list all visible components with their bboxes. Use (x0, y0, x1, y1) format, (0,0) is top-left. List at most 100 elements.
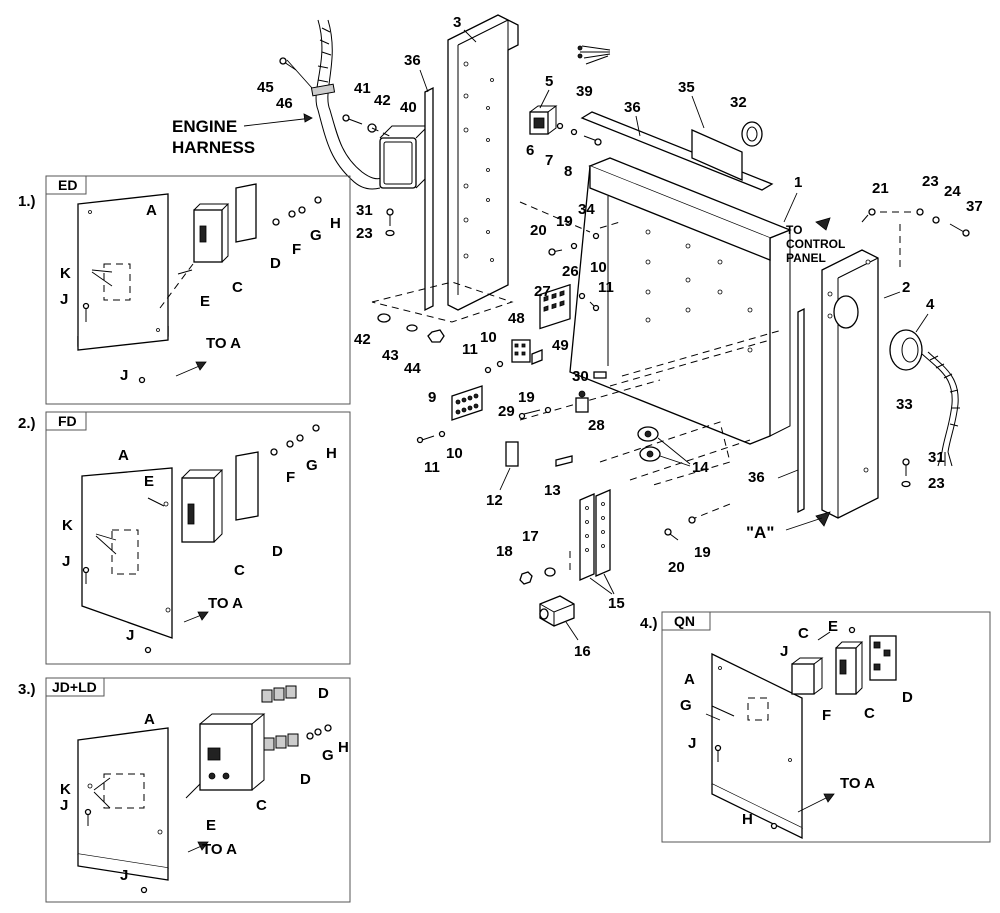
cable-33 (921, 351, 960, 467)
inset-fd-letter-g: G (306, 457, 318, 474)
callout-28: 28 (588, 417, 605, 434)
grommet-32 (741, 121, 763, 147)
inset-fd-letter-k: K (62, 517, 73, 534)
side-panel-2 (821, 249, 879, 519)
part-12 (505, 441, 519, 467)
callout-1: 1 (794, 174, 802, 191)
hardware-18-17 (519, 567, 556, 585)
callout-36-right: 36 (748, 469, 765, 486)
inset-fd-letter-a: A (118, 447, 129, 464)
inset-fd-title: FD (58, 413, 77, 429)
strip-36-right (797, 307, 805, 514)
inset-jdld-letter-g: G (322, 747, 334, 764)
inset-ed-letter-d: D (270, 255, 281, 272)
callout-43: 43 (382, 347, 399, 364)
hardware-29-19 (518, 406, 552, 420)
engine-harness-label-line2: HARNESS (172, 138, 255, 157)
inset-fd-letter-c: C (234, 562, 245, 579)
inset-qn-letter-c1: C (798, 625, 809, 642)
inset-fd-number: 2.) (18, 415, 36, 432)
screw-45 (279, 57, 297, 71)
inset-jdld-number: 3.) (18, 681, 36, 698)
callout-20-bottom: 20 (668, 559, 685, 576)
label-49 (531, 349, 543, 365)
callout-24: 24 (944, 183, 961, 200)
callout-17: 17 (522, 528, 539, 545)
inset-ed-to-a: TO A (206, 335, 241, 352)
bracket-f (791, 657, 824, 695)
terminal-48 (511, 339, 531, 363)
inset-qn-letter-c2: C (864, 705, 875, 722)
screw-11-10-top (578, 292, 600, 312)
inset-qn-number: 4.) (640, 615, 658, 632)
inset-ed (45, 175, 351, 405)
inset-jdld (45, 677, 351, 903)
callout-13: 13 (544, 482, 561, 499)
screw-21 (861, 208, 876, 223)
hardware-20-19-bottom (664, 516, 696, 541)
inset-fd-letter-f: F (286, 469, 295, 486)
arrowhead (815, 511, 831, 527)
callout-34: 34 (578, 201, 595, 218)
inset-qn-letter-e: E (828, 618, 838, 635)
inset-jdld-letter-c: C (256, 797, 267, 814)
inset-qn-letter-f: F (822, 707, 831, 724)
inset-jdld-letter-d1: D (318, 685, 329, 702)
inset-qn-letter-g: G (680, 697, 692, 714)
engine-harness-label-line1: ENGINE (172, 117, 237, 136)
breaker (199, 713, 266, 791)
callout-36-top: 36 (624, 99, 641, 116)
lug-16 (539, 595, 575, 627)
screw-11-10-mid (484, 360, 504, 374)
breaker (181, 469, 224, 543)
callout-14: 14 (692, 459, 709, 476)
inset-fd-letter-j2: J (126, 627, 134, 644)
hardware-6-7-8 (556, 122, 602, 146)
callout-35: 35 (678, 79, 695, 96)
inset-jdld-letter-j1: J (60, 797, 68, 814)
view-a-label: "A" (746, 523, 774, 542)
inset-jdld-letter-d2: D (300, 771, 311, 788)
inset-fd-to-a: TO A (208, 595, 243, 612)
callout-16: 16 (574, 643, 591, 660)
callout-36-left: 36 (404, 52, 421, 69)
callout-41: 41 (354, 80, 371, 97)
screw-11-10-bottom (416, 430, 446, 444)
enclosure-1 (569, 157, 792, 445)
inset-qn-title: QN (674, 613, 695, 629)
hardware-42-43-44 (377, 313, 445, 343)
engine-harness (286, 19, 383, 190)
strip-36-left (424, 86, 434, 312)
inset-ed-letter-g: G (310, 227, 322, 244)
inset-ed-letter-k: K (60, 265, 71, 282)
callout-42-lower: 42 (354, 331, 371, 348)
breaker (193, 203, 230, 263)
screw-41 (342, 114, 377, 133)
hardware-20-19-34 (548, 232, 600, 256)
inset-jdld-letter-h: H (338, 739, 349, 756)
callout-44: 44 (404, 360, 421, 377)
callout-49: 49 (552, 337, 569, 354)
to-control-panel-line1: TO (786, 223, 802, 237)
inset-jdld-title-box (45, 677, 105, 697)
callout-23-right-top: 23 (922, 173, 939, 190)
inset-qn-to-a: TO A (840, 775, 875, 792)
part-30 (593, 371, 607, 379)
inset-ed-title: ED (58, 177, 77, 193)
to-control-panel-line3: PANEL (786, 251, 826, 265)
callout-23-right-bottom: 23 (928, 475, 945, 492)
callout-7: 7 (545, 152, 553, 169)
breaker (835, 641, 864, 695)
inset-fd-letter-e: E (144, 473, 154, 490)
callout-11-bottom: 11 (424, 459, 440, 476)
inset-fd-letter-h: H (326, 445, 337, 462)
callout-8: 8 (564, 163, 572, 180)
inset-ed-letter-c: C (232, 279, 243, 296)
callout-10-bottom: 10 (446, 445, 463, 462)
inset-ed-letter-a: A (146, 202, 157, 219)
callout-40: 40 (400, 99, 417, 116)
relay-5 (529, 105, 558, 135)
mounting-plate-3 (447, 14, 519, 311)
terminal-bars-15 (579, 489, 611, 581)
inset-ed-letter-j2: J (120, 367, 128, 384)
